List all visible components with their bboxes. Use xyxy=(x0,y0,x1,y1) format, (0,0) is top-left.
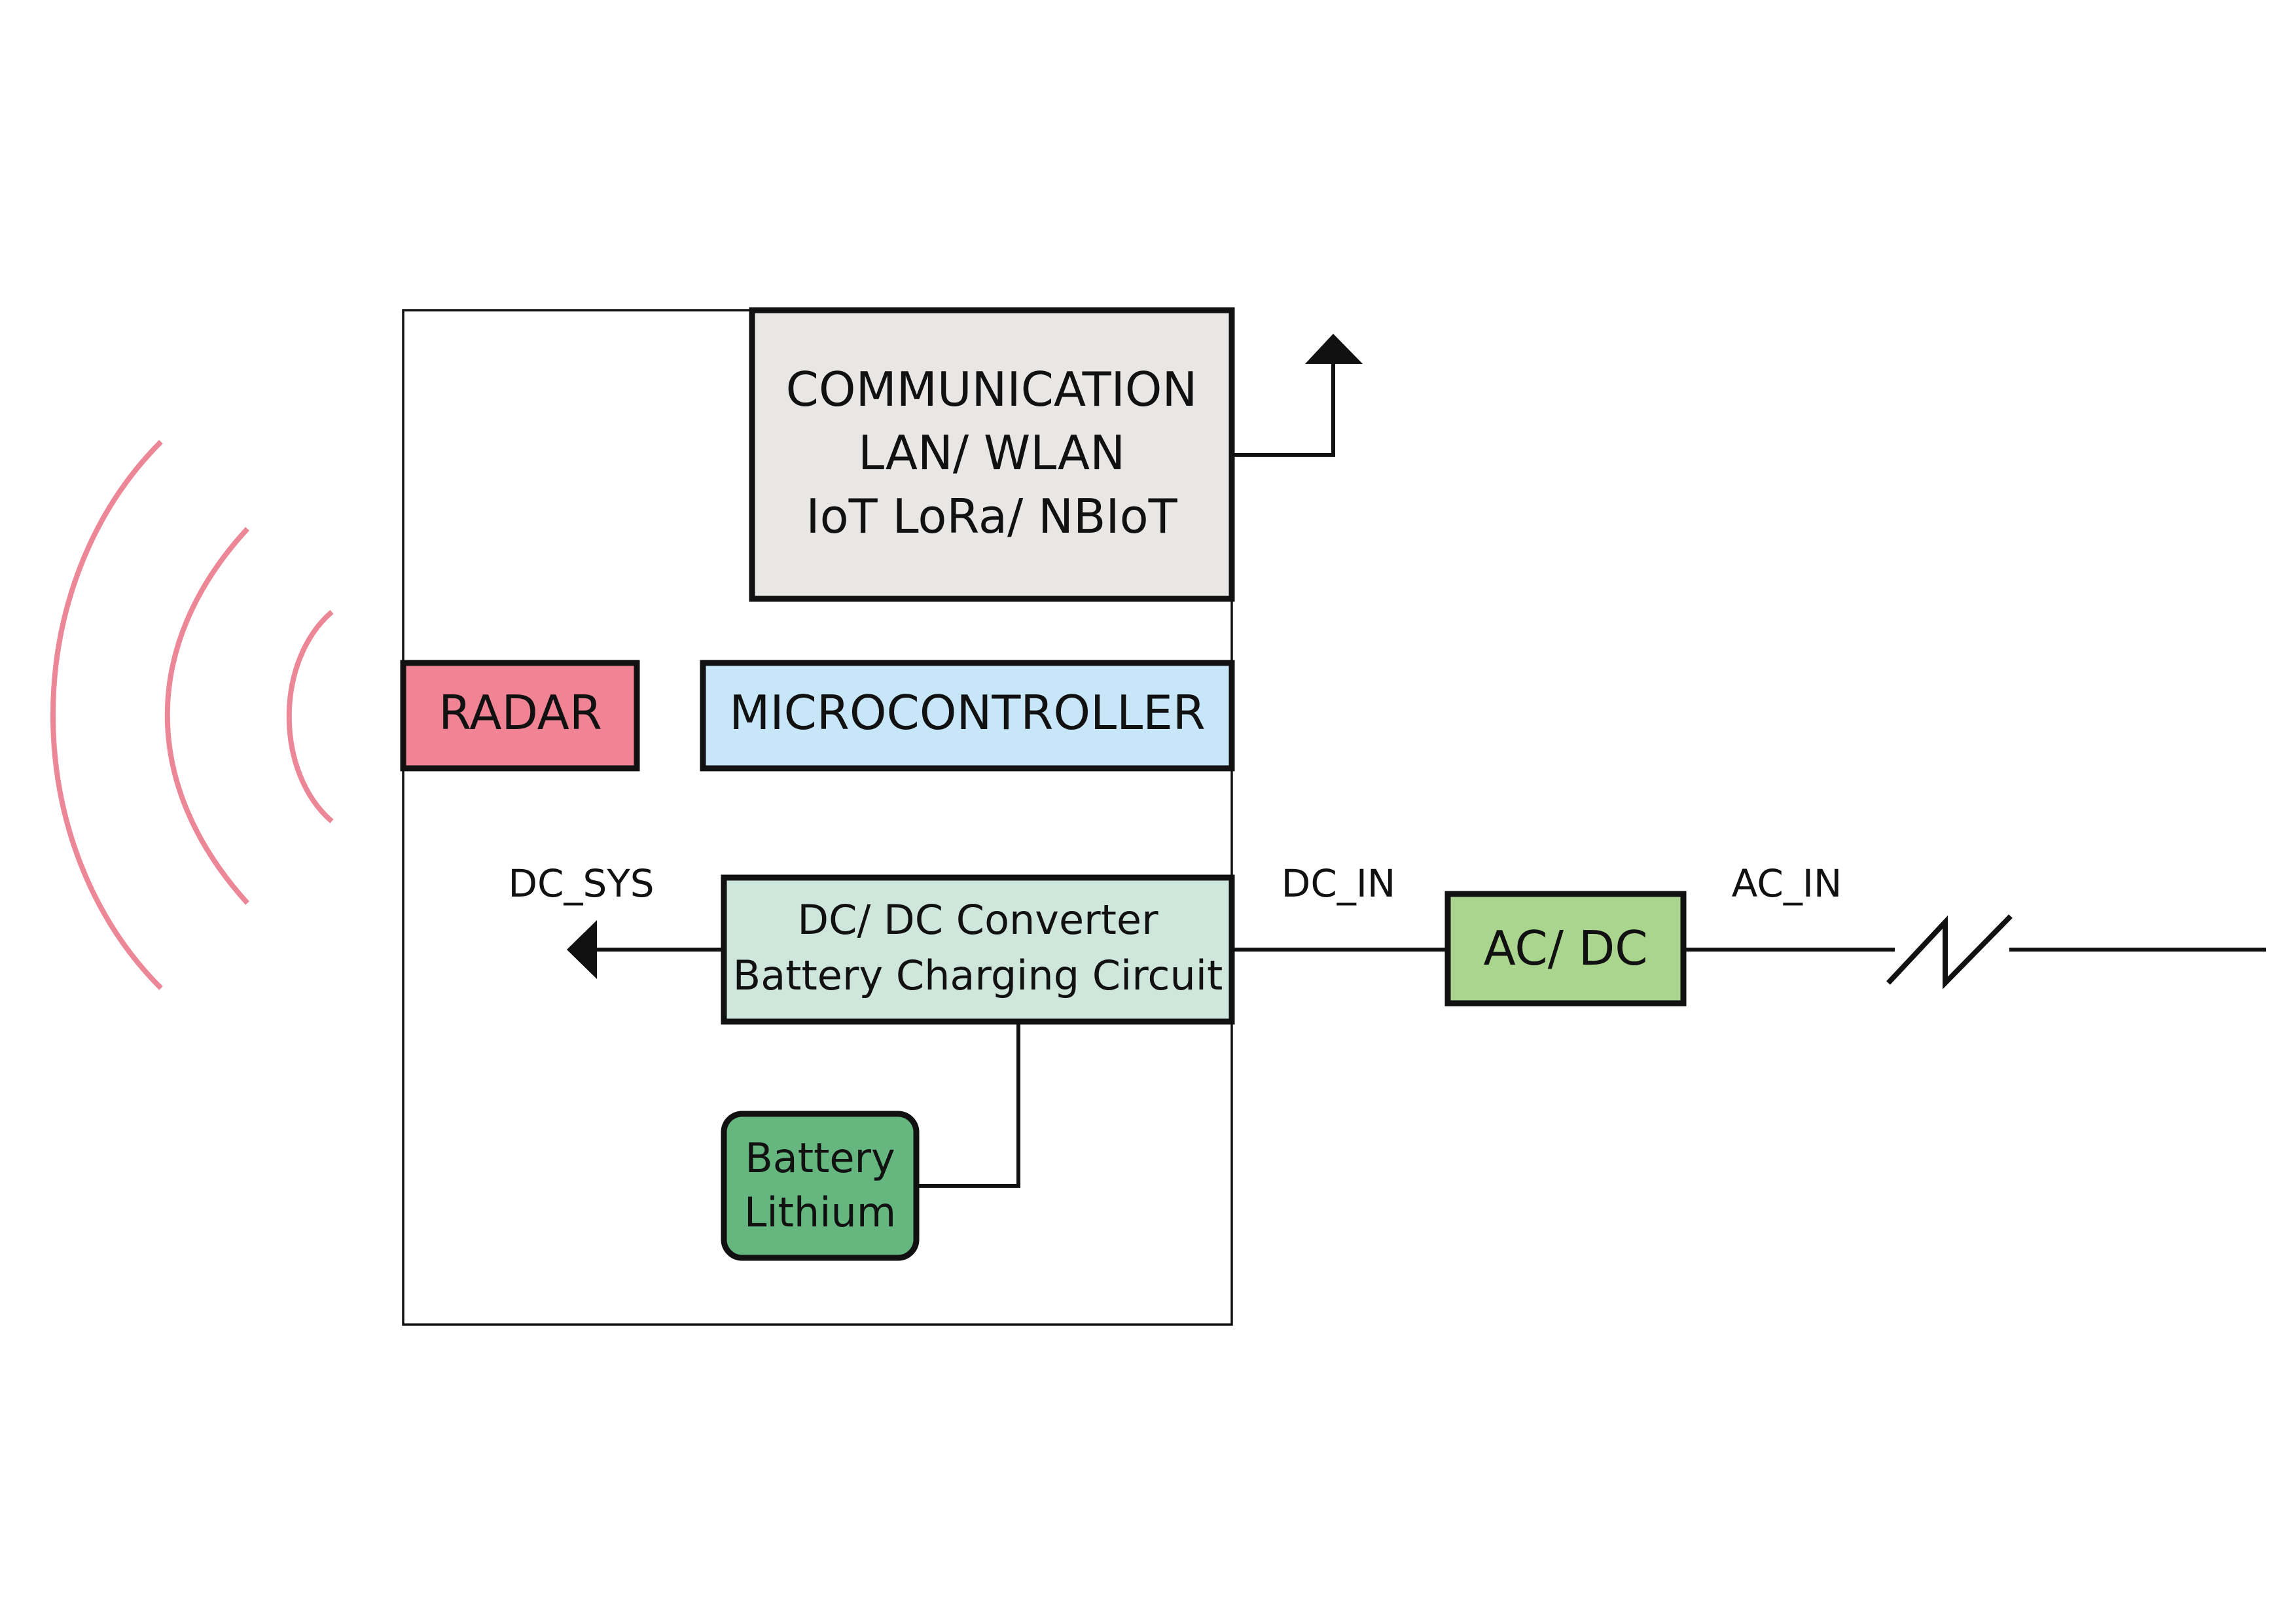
converter-label-line2: Battery Charging Circuit xyxy=(733,952,1223,999)
battery-link-line xyxy=(916,1022,1020,1188)
battery-block: Battery Lithium xyxy=(721,1111,920,1261)
dc-sys-arrow-icon xyxy=(567,920,597,979)
radar-waves-icon xyxy=(50,440,334,990)
radar-wave-outer xyxy=(50,440,163,990)
dc-sys-label: DC_SYS xyxy=(508,861,654,906)
ac-in-label: AC_IN xyxy=(1732,861,1842,906)
battery-label-line2: Lithium xyxy=(744,1188,896,1236)
radar-wave-middle xyxy=(164,527,249,905)
radar-box xyxy=(400,660,640,772)
converter-label-line1: DC/ DC Converter xyxy=(797,896,1158,944)
antenna-feed-line xyxy=(1232,360,1335,457)
acdc-box xyxy=(1444,891,1687,1007)
dc-in-label: DC_IN xyxy=(1282,861,1396,906)
microcontroller-block: MICROCONTROLLER xyxy=(700,660,1235,772)
radar-block: RADAR xyxy=(400,660,640,772)
ac-line-break-icon xyxy=(1886,914,2013,990)
radar-label: RADAR xyxy=(439,685,602,740)
battery-label-line1: Battery xyxy=(745,1134,895,1182)
battery-box xyxy=(721,1111,920,1261)
microcontroller-label: MICROCONTROLLER xyxy=(729,685,1206,740)
communication-box xyxy=(749,307,1235,602)
communication-lan-wlan: LAN/ WLAN xyxy=(858,425,1125,480)
converter-block: DC/ DC Converter Battery Charging Circui… xyxy=(721,874,1235,1025)
converter-box xyxy=(721,874,1235,1025)
microcontroller-box xyxy=(700,660,1235,772)
antenna-arrow-icon xyxy=(1305,334,1363,364)
acdc-label: AC/ DC xyxy=(1483,921,1647,976)
connection-lines xyxy=(589,360,2266,1188)
communication-title: COMMUNICATION xyxy=(786,362,1198,417)
communication-iot: IoT LoRa/ NBIoT xyxy=(806,489,1177,544)
radar-wave-inner xyxy=(286,609,334,824)
communication-block: COMMUNICATION LAN/ WLAN IoT LoRa/ NBIoT xyxy=(749,307,1235,602)
acdc-block: AC/ DC xyxy=(1444,891,1687,1007)
